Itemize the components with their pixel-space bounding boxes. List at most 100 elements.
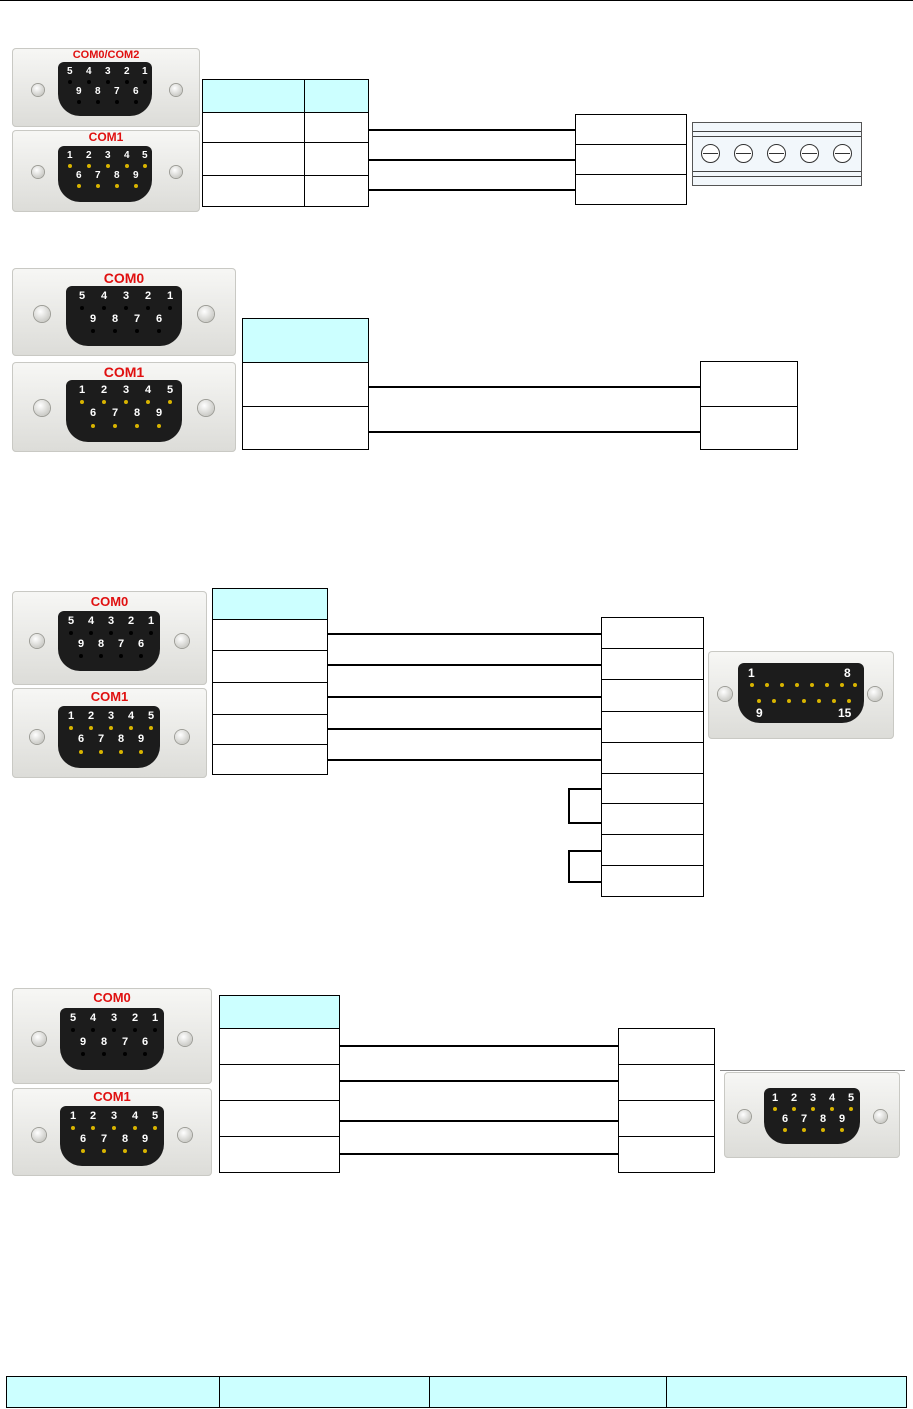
pin-number: 1 <box>748 666 755 680</box>
db9-female-shell: 5 4 3 2 1 9 8 7 6 <box>60 1008 164 1070</box>
table-header-cell <box>219 995 340 1029</box>
terminal-screw-icon <box>800 144 819 163</box>
pin-number: 8 <box>95 86 101 97</box>
table-cell <box>212 619 328 651</box>
pin <box>119 750 123 754</box>
screw-icon <box>32 1128 46 1142</box>
table-cell <box>618 1028 715 1065</box>
pin-hole <box>109 631 113 635</box>
pin <box>96 184 100 188</box>
wire <box>328 759 602 761</box>
pin-hole <box>99 654 103 658</box>
screw-icon <box>34 400 50 416</box>
pin-hole <box>115 100 119 104</box>
pin-hole <box>102 306 106 310</box>
pin-number: 7 <box>134 313 141 325</box>
pin-number: 5 <box>68 615 75 627</box>
screw-icon <box>198 306 214 322</box>
db9-male-shell: 1 2 3 4 5 6 7 8 9 <box>60 1106 164 1166</box>
screw-icon <box>178 1128 192 1142</box>
pin <box>77 184 81 188</box>
table-cell <box>618 1100 715 1137</box>
table-cell <box>202 175 305 207</box>
pin-number: 8 <box>134 407 141 419</box>
pin <box>153 1126 157 1130</box>
page-top-rule <box>0 0 913 1</box>
pin-hole <box>168 306 172 310</box>
pin-number: 6 <box>156 313 163 325</box>
connector-label: COM1 <box>103 364 145 380</box>
table-cell <box>212 682 328 715</box>
pin-number: 5 <box>167 384 174 396</box>
pin-number: 1 <box>152 1012 159 1024</box>
pin-number: 4 <box>90 1012 97 1024</box>
table-cell <box>700 361 798 407</box>
pin <box>780 683 784 687</box>
pin <box>134 184 138 188</box>
pin-number: 1 <box>67 150 73 161</box>
connector-com1: COM1 1 2 3 4 5 6 7 8 9 <box>12 362 236 452</box>
screw-icon <box>198 400 214 416</box>
table-cell <box>575 174 687 205</box>
pin-hole <box>113 329 117 333</box>
pin <box>79 750 83 754</box>
pin-hole <box>129 631 133 635</box>
loopback-wire <box>568 881 601 883</box>
pin-number: 1 <box>167 290 174 302</box>
screw-icon <box>30 634 44 648</box>
pin-hole <box>135 329 139 333</box>
terminal-block <box>692 122 862 186</box>
table-cell <box>219 1028 340 1065</box>
wire <box>369 431 701 433</box>
screw-icon <box>175 730 189 744</box>
pin-hole <box>124 306 128 310</box>
db9-female-shell: 5 4 3 2 1 9 8 7 6 <box>58 611 160 671</box>
pin <box>99 750 103 754</box>
pin-number: 4 <box>829 1092 836 1104</box>
connector-com0-com2: COM0/COM2 5 4 3 2 1 9 8 7 6 <box>12 48 200 127</box>
pin-number: 4 <box>132 1110 139 1122</box>
pin-number: 9 <box>839 1113 846 1125</box>
pin-hole <box>106 80 110 84</box>
table-cell <box>212 744 328 775</box>
db9-female-shell: 5 4 3 2 1 9 8 7 6 <box>58 62 152 116</box>
table-header-cell <box>202 79 305 113</box>
connector-label: COM1 <box>93 1089 131 1104</box>
table-cell <box>601 617 704 649</box>
pin <box>87 164 91 168</box>
pin-number: 8 <box>114 170 120 181</box>
connector-label: COM1 <box>88 130 124 144</box>
pin <box>757 699 761 703</box>
pin-hole <box>80 306 84 310</box>
pin-number: 5 <box>848 1092 855 1104</box>
table-cell <box>212 650 328 683</box>
pin <box>773 1107 777 1111</box>
connector-label: COM0 <box>90 594 129 609</box>
connector-label: COM0/COM2 <box>72 49 140 61</box>
screw-icon <box>868 687 882 701</box>
table-cell <box>242 362 369 407</box>
pin-number: 1 <box>79 384 86 396</box>
table-cell <box>219 1064 340 1101</box>
pin-number: 3 <box>108 615 115 627</box>
pin-number: 6 <box>78 733 85 745</box>
connector-com0: COM0 5 4 3 2 1 9 8 7 6 <box>12 988 212 1084</box>
pin-number: 7 <box>118 638 125 650</box>
pin-number: 2 <box>86 150 92 161</box>
pin-hole <box>149 631 153 635</box>
pin-number: 8 <box>118 733 125 745</box>
pin <box>143 164 147 168</box>
pin <box>783 1128 787 1132</box>
pin-hole <box>134 100 138 104</box>
screw-icon <box>175 634 189 648</box>
pin-number: 9 <box>156 407 163 419</box>
screw-icon <box>874 1110 887 1123</box>
wire <box>340 1045 619 1047</box>
pin-hole <box>96 100 100 104</box>
pin-hole <box>133 1028 137 1032</box>
pin-number: 3 <box>111 1012 118 1024</box>
pin <box>143 1149 147 1153</box>
loopback-wire <box>568 850 601 852</box>
terminal-screw-icon <box>833 144 852 163</box>
table-cell <box>219 1100 340 1137</box>
